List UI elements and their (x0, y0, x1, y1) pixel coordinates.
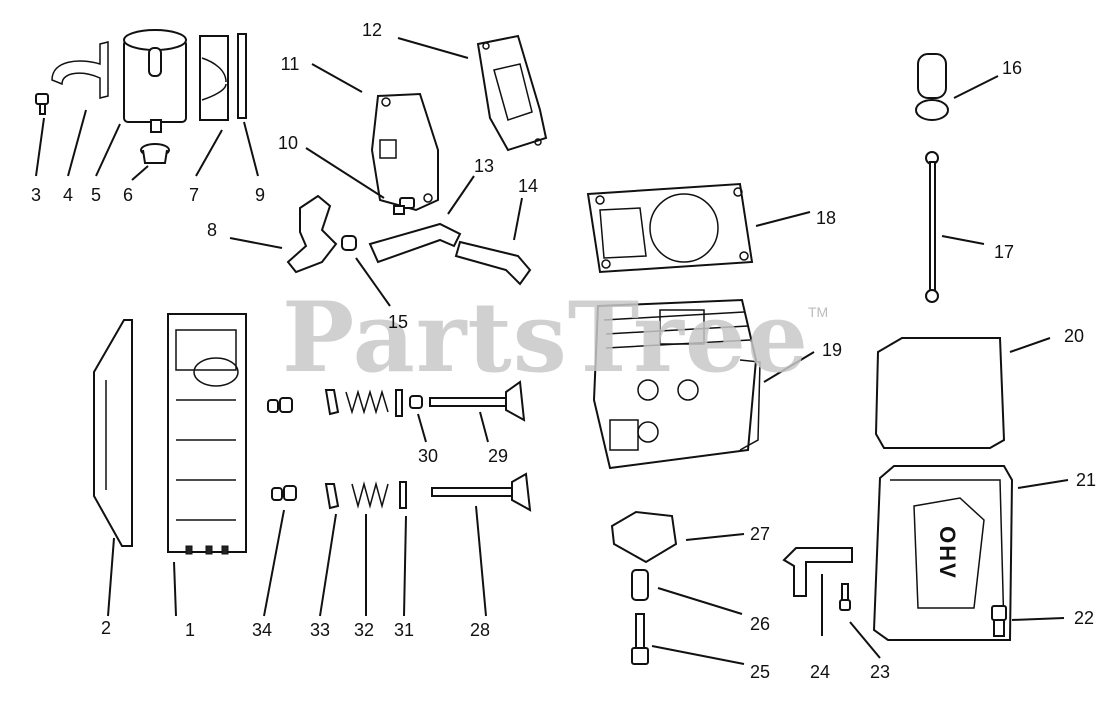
callout-34-label: 34 (251, 620, 273, 640)
part-screw-22 (991, 605, 1007, 637)
callout-12-label: 12 (361, 20, 383, 40)
callout-19-label: 19 (821, 340, 843, 360)
part-rocker-27 (610, 510, 678, 564)
callout-7-label: 7 (188, 185, 200, 205)
part-screw-3 (35, 93, 49, 115)
part-hose-13 (368, 222, 462, 264)
callout-13-label: 13 (473, 156, 495, 176)
watermark-text: PartsTree (282, 281, 809, 394)
part-push-rod-17 (925, 151, 939, 303)
cover-stamp: OHV (934, 526, 960, 580)
part-shroud-2 (93, 319, 133, 547)
part-cylinder-head-19 (592, 298, 761, 470)
callout-3-label: 3 (30, 185, 42, 205)
part-exhaust-valve-29 (429, 380, 526, 422)
part-seal-top (395, 389, 403, 417)
part-stud-26 (631, 569, 649, 601)
part-clamp-4 (51, 41, 109, 99)
callout-15-label: 15 (387, 312, 409, 332)
callout-27-label: 27 (749, 524, 771, 544)
callout-21-label: 21 (1075, 470, 1097, 490)
callout-26-label: 26 (749, 614, 771, 634)
part-valve-keepers-34 (271, 485, 297, 501)
callout-2-label: 1 (184, 620, 196, 640)
callout-8-label: 8 (206, 220, 218, 240)
callout-29-label: 29 (487, 446, 509, 466)
callout-32-label: 32 (353, 620, 375, 640)
part-valve-seal-30 (409, 395, 423, 409)
callout-24-label: 24 (809, 662, 831, 682)
part-head-gasket-18 (586, 182, 754, 274)
part-tube-8 (286, 194, 338, 274)
callout-17-label: 17 (993, 242, 1015, 262)
part-spring-top (345, 389, 389, 415)
callout-23-label: 23 (869, 662, 891, 682)
callout-10-label: 10 (277, 133, 299, 153)
callout-33-label: 33 (309, 620, 331, 640)
callout-25-label: 25 (749, 662, 771, 682)
part-intake-valve-28 (431, 472, 532, 512)
part-valve-keepers-top (267, 397, 293, 413)
part-grommet-6 (140, 143, 170, 164)
callout-5-label: 5 (90, 185, 102, 205)
leader-lines (35, 37, 1069, 665)
part-retainer-33 (324, 483, 340, 510)
part-breather-cover-11 (370, 92, 439, 212)
callout-14-label: 14 (517, 176, 539, 196)
part-push-rod-guide-16 (915, 53, 949, 121)
callout-16-label: 16 (1001, 58, 1023, 78)
callout-31-label: 31 (393, 620, 415, 640)
part-cylinder-head-1 (167, 313, 247, 555)
part-pin-23 (839, 583, 851, 611)
part-screw-10 (393, 197, 415, 215)
part-spring-32 (351, 481, 389, 509)
callout-22-label: 22 (1073, 608, 1095, 628)
part-valve-cover-gasket-20 (874, 337, 1006, 449)
callout-30-label: 30 (417, 446, 439, 466)
callout-9-label: 9 (254, 185, 266, 205)
part-seal-31 (399, 481, 407, 509)
part-breather-gasket-12 (476, 34, 548, 152)
part-filter-7 (199, 35, 229, 121)
part-hose-14 (454, 240, 532, 286)
part-gasket-9 (237, 33, 247, 119)
callout-28-label: 28 (469, 620, 491, 640)
part-bracket-24 (782, 547, 853, 597)
part-retainer-top (324, 389, 340, 416)
callout-4-label: 4 (62, 185, 74, 205)
part-fitting-15 (341, 235, 357, 251)
callout-20-label: 20 (1063, 326, 1085, 346)
watermark-trademark: TM (808, 304, 829, 320)
callout-1-label: 2 (100, 618, 112, 638)
part-screw-25 (631, 613, 649, 665)
part-valve-cover-21 (872, 465, 1014, 641)
part-canister-5 (123, 29, 187, 133)
callout-18-label: 18 (815, 208, 837, 228)
callout-6-label: 6 (122, 185, 134, 205)
callout-11-label: 11 (280, 54, 300, 74)
